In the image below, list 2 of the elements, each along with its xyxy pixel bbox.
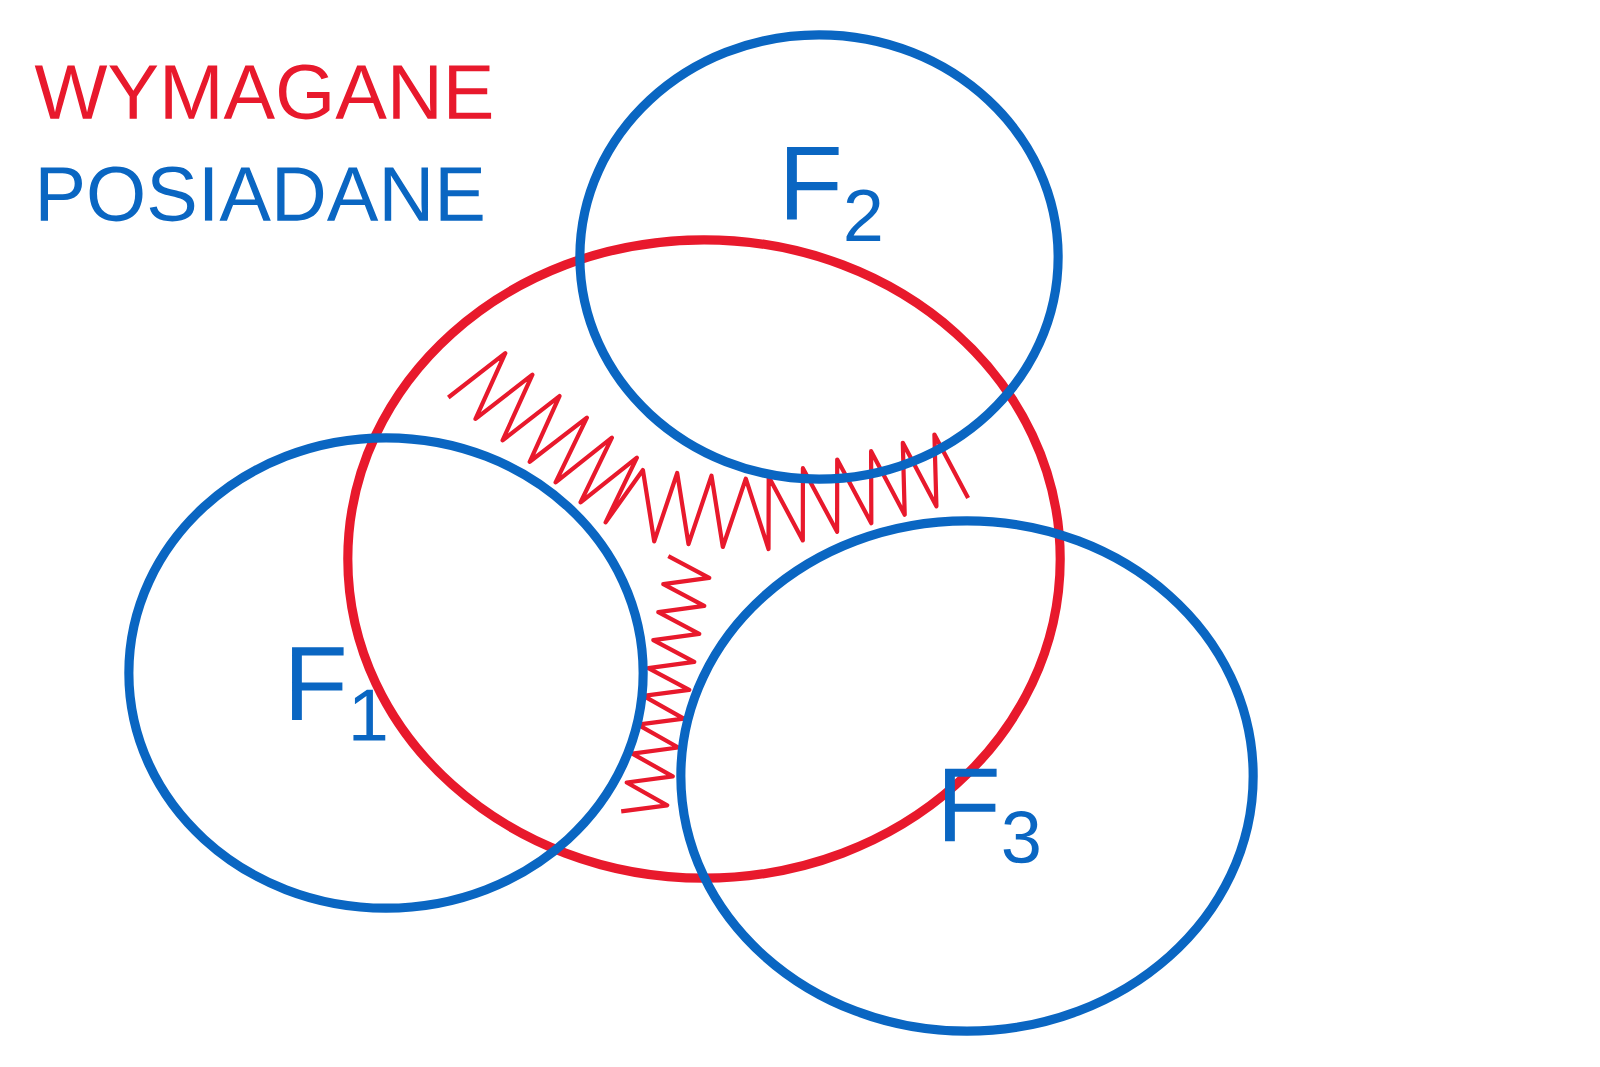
set-label: WYMAGANE xyxy=(34,64,492,120)
set-label: POSIADANE xyxy=(40,166,483,222)
